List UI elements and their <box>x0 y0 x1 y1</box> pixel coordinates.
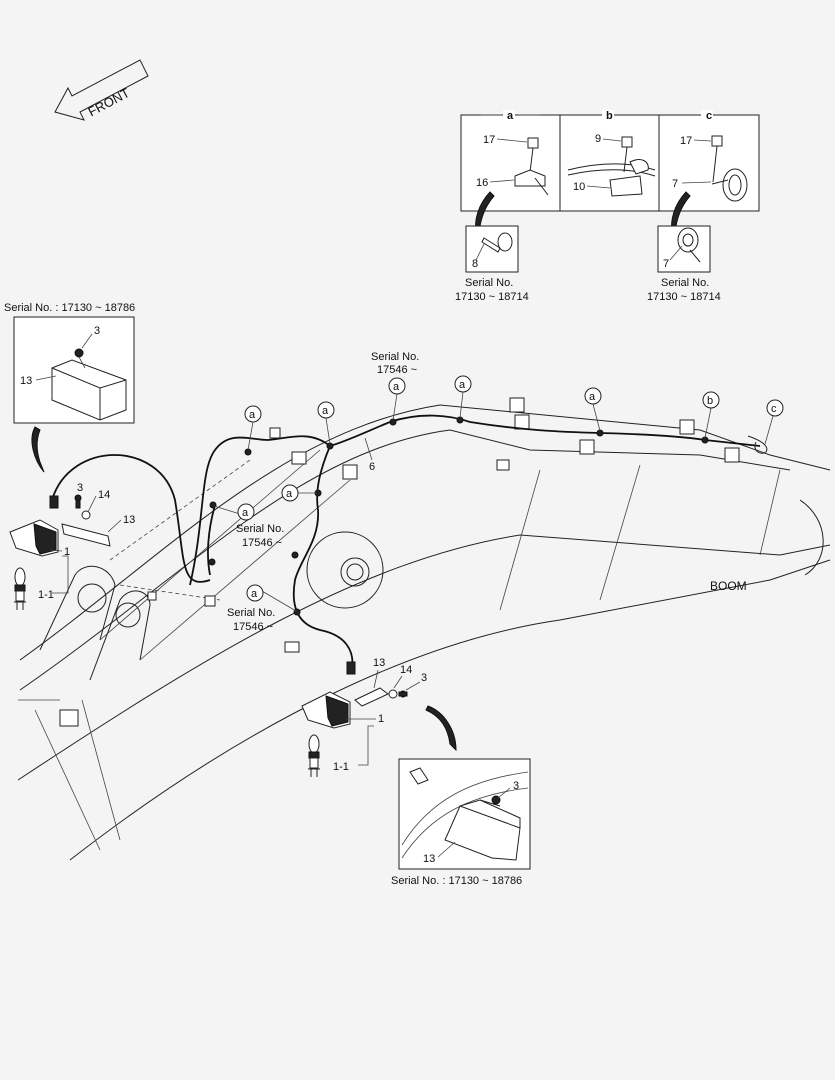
svg-text:3: 3 <box>77 482 83 494</box>
svg-text:a: a <box>242 507 249 519</box>
svg-text:7: 7 <box>672 178 678 190</box>
wiring-harness <box>49 414 768 675</box>
svg-text:17130 ~ 18714: 17130 ~ 18714 <box>455 291 529 303</box>
detail-panels: a b c a b c 17 16 9 <box>455 110 760 303</box>
svg-text:17130 ~ 18714: 17130 ~ 18714 <box>647 291 721 303</box>
clip-callout-a: a <box>454 375 472 419</box>
clip-callout-c: c <box>764 399 784 445</box>
panel-b-drawing: 9 10 <box>567 133 656 197</box>
clip-callout-a: a <box>584 387 602 432</box>
svg-text:3: 3 <box>94 325 100 337</box>
svg-text:13: 13 <box>423 853 435 865</box>
svg-text:14: 14 <box>98 489 110 501</box>
clip-callout-a: a <box>246 584 297 612</box>
panel-c-drawing: 17 7 <box>672 135 748 202</box>
svg-text:3: 3 <box>513 780 519 792</box>
clip-callouts: a a a a a a a <box>213 375 784 612</box>
svg-text:Serial No. : 17130 ~ 18786: Serial No. : 17130 ~ 18786 <box>4 302 135 314</box>
svg-text:c: c <box>706 110 712 122</box>
svg-text:b: b <box>707 395 713 407</box>
svg-text:17546 ~: 17546 ~ <box>233 621 273 633</box>
boom-label: BOOM <box>710 579 747 593</box>
svg-text:13: 13 <box>20 375 32 387</box>
svg-text:17: 17 <box>483 134 495 146</box>
svg-text:a: a <box>249 409 256 421</box>
svg-text:a: a <box>507 110 514 122</box>
right-lamp: 13 14 3 1 1-1 <box>301 657 457 777</box>
upper-left-inset: Serial No. : 17130 ~ 18786 3 13 <box>4 302 135 473</box>
svg-text:9: 9 <box>595 133 601 145</box>
svg-text:Serial No.: Serial No. <box>661 277 709 289</box>
svg-text:1-1: 1-1 <box>38 589 54 601</box>
svg-text:8: 8 <box>472 258 478 270</box>
svg-text:a: a <box>393 381 400 393</box>
svg-text:10: 10 <box>573 181 585 193</box>
bulb-icon <box>14 567 26 610</box>
svg-text:17: 17 <box>680 135 692 147</box>
svg-text:Serial No.: Serial No. <box>371 351 419 363</box>
svg-text:7: 7 <box>663 258 669 270</box>
svg-text:16: 16 <box>476 177 488 189</box>
svg-text:17546 ~: 17546 ~ <box>377 364 417 376</box>
boom-body <box>17 397 831 861</box>
front-arrow-icon: FRONT <box>54 59 149 121</box>
svg-text:a: a <box>459 379 466 391</box>
svg-text:13: 13 <box>123 514 135 526</box>
svg-text:a: a <box>251 588 258 600</box>
clip-callout-b: b <box>702 391 720 439</box>
svg-text:1-1: 1-1 <box>333 761 349 773</box>
svg-text:6: 6 <box>369 461 375 473</box>
svg-text:Serial No.: Serial No. <box>465 277 513 289</box>
svg-text:14: 14 <box>400 664 412 676</box>
svg-text:c: c <box>771 403 777 415</box>
serial-note-top: Serial No. 17546 ~ <box>371 351 419 376</box>
svg-text:13: 13 <box>373 657 385 669</box>
serial-note-lower: Serial No. 17546 ~ <box>227 607 275 633</box>
clip-callout-a: a <box>388 377 406 421</box>
clip-callout-a: a <box>213 503 255 521</box>
svg-text:17546 ~: 17546 ~ <box>242 537 282 549</box>
serial-note-middle: Serial No. 17546 ~ <box>236 523 284 549</box>
svg-text:Serial No. : 17130 ~ 18786: Serial No. : 17130 ~ 18786 <box>391 875 522 887</box>
left-lamp: 3 14 13 1 1-1 <box>9 482 135 610</box>
svg-text:1: 1 <box>64 546 70 558</box>
svg-text:Serial No.: Serial No. <box>227 607 275 619</box>
svg-text:a: a <box>286 488 293 500</box>
svg-text:3: 3 <box>421 672 427 684</box>
clip-callout-a: a <box>244 405 262 451</box>
clip-callout-a: a <box>281 484 316 502</box>
svg-text:a: a <box>322 405 329 417</box>
svg-text:Serial No.: Serial No. <box>236 523 284 535</box>
lower-right-inset: 3 13 Serial No. : 17130 ~ 18786 <box>391 758 531 887</box>
svg-text:1: 1 <box>378 713 384 725</box>
panel-a-drawing: 17 16 <box>476 134 549 196</box>
front-label: FRONT <box>86 85 133 119</box>
svg-text:b: b <box>606 110 613 122</box>
harness-part-number: 6 <box>364 437 375 473</box>
clip-callout-a: a <box>317 401 335 445</box>
bulb-icon <box>308 734 320 777</box>
svg-text:a: a <box>589 391 596 403</box>
